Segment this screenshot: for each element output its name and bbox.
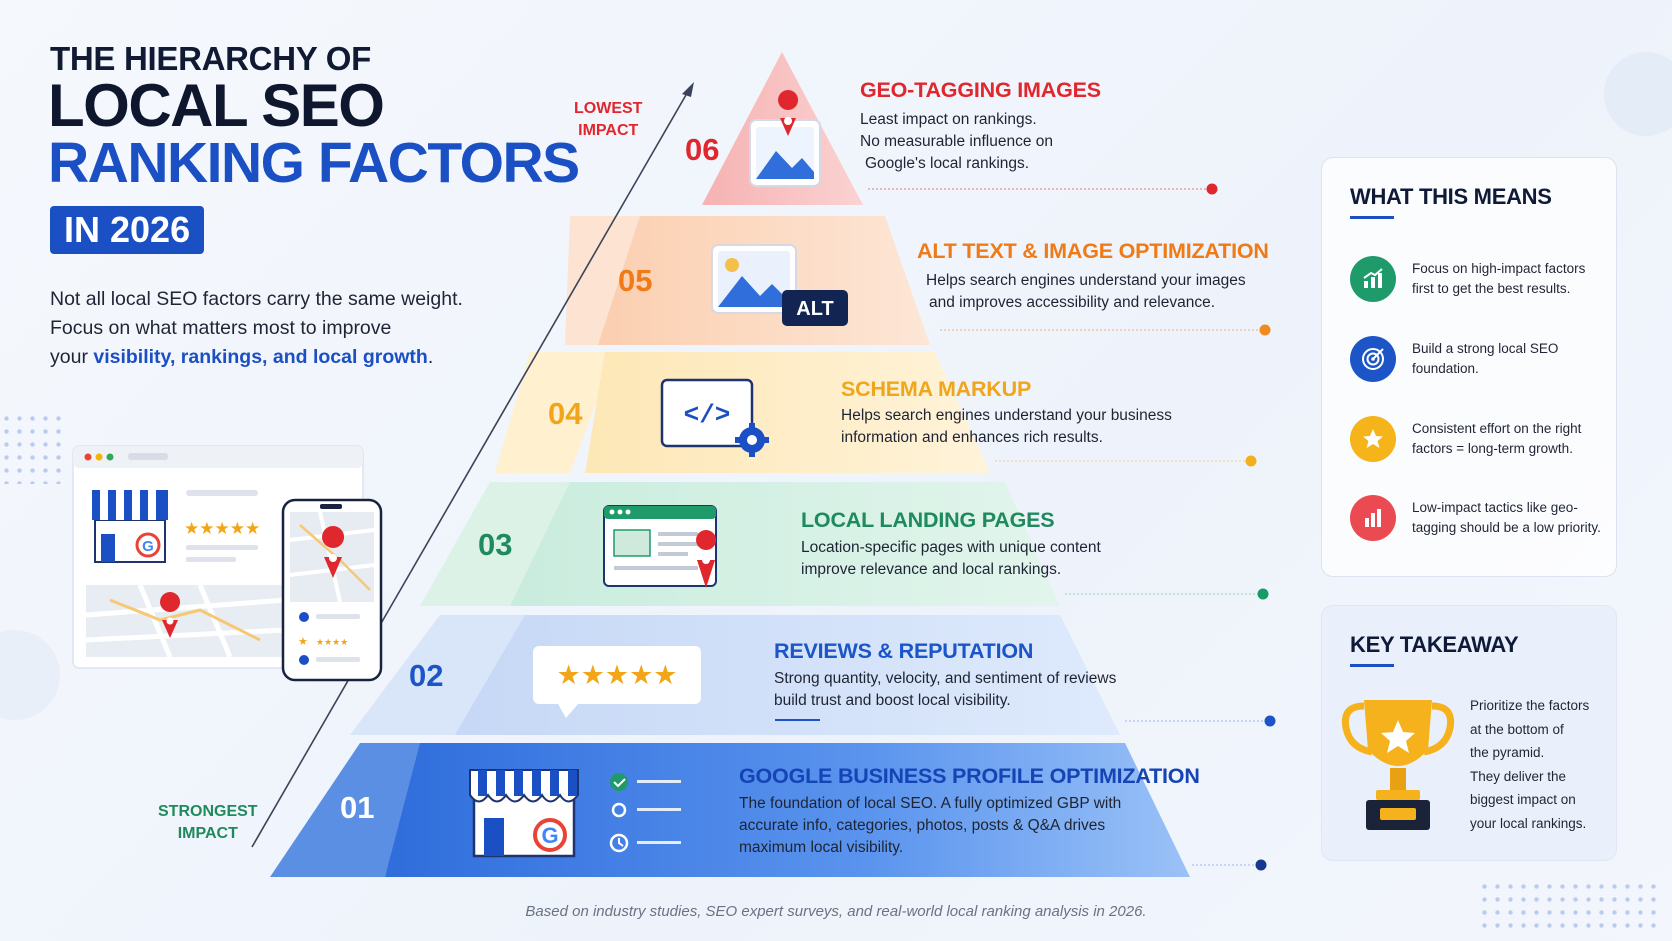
title-line-1: THE HIERARCHY OF bbox=[50, 40, 371, 77]
decor-dots-left bbox=[0, 412, 62, 484]
code-gear-icon: </> bbox=[660, 378, 769, 457]
pyramid-wing-5 bbox=[565, 216, 650, 345]
connector-dot-3 bbox=[1257, 588, 1269, 600]
level-desc-05: Helps search engines understand your ima… bbox=[926, 272, 1246, 311]
level-desc-06: Least impact on rankings.No measurable i… bbox=[860, 111, 1054, 172]
title-line-2: LOCAL SEO bbox=[48, 72, 385, 139]
level-desc-02: Strong quantity, velocity, and sentiment… bbox=[774, 670, 1117, 709]
alt-badge-text: ALT bbox=[796, 298, 833, 320]
landing-page-icon bbox=[603, 505, 717, 588]
key-takeaway-underline bbox=[1350, 664, 1394, 667]
star-icon bbox=[1350, 416, 1396, 462]
svg-text:G: G bbox=[142, 538, 154, 555]
level-title-04: SCHEMA MARKUP bbox=[841, 377, 1032, 401]
level-number-04: 04 bbox=[548, 396, 583, 431]
level-title-02: REVIEWS & REPUTATION bbox=[774, 639, 1034, 663]
intro-line-3: your visibility, rankings, and local gro… bbox=[50, 346, 434, 368]
review-stars: ★★★★★ bbox=[556, 660, 677, 691]
intro-line-1: Not all local SEO factors carry the same… bbox=[50, 288, 463, 310]
level-title-01: GOOGLE BUSINESS PROFILE OPTIMIZATION bbox=[739, 764, 1200, 788]
intro-line-2: Focus on what matters most to improve bbox=[50, 317, 392, 339]
level-number-06: 06 bbox=[685, 132, 720, 167]
connector-dot-4 bbox=[1245, 455, 1257, 467]
level-number-01: 01 bbox=[340, 790, 375, 825]
level-desc-01: The foundation of local SEO. A fully opt… bbox=[739, 795, 1122, 856]
level-title-05: ALT TEXT & IMAGE OPTIMIZATION bbox=[917, 239, 1269, 263]
level-number-02: 02 bbox=[409, 658, 444, 693]
key-takeaway-title: KEY TAKEAWAY bbox=[1350, 632, 1519, 657]
intro-text: Not all local SEO factors carry the same… bbox=[50, 285, 470, 372]
growth-chart-icon bbox=[1350, 256, 1396, 302]
connector-dot-2 bbox=[1264, 715, 1276, 727]
level-title-06: GEO-TAGGING IMAGES bbox=[860, 78, 1101, 102]
what-item-4: Low-impact tactics like geo-tagging shou… bbox=[1350, 495, 1610, 541]
key-takeaway-text: Prioritize the factors at the bottom of … bbox=[1470, 698, 1590, 831]
pyramid-layer-2 bbox=[455, 615, 1120, 735]
level-number-05: 05 bbox=[618, 263, 653, 298]
what-this-means-panel: WHAT THIS MEANS Focus on high-impact fac… bbox=[1321, 157, 1617, 577]
what-this-means-title: WHAT THIS MEANS bbox=[1350, 184, 1552, 209]
decor-circle-top-right bbox=[1604, 52, 1672, 136]
svg-text:★: ★ bbox=[298, 635, 308, 648]
review-stars-icon: ★★★★★ bbox=[533, 646, 701, 718]
code-text: </> bbox=[684, 400, 731, 430]
level-desc-03: Location-specific pages with unique cont… bbox=[801, 539, 1101, 578]
key-takeaway-panel: KEY TAKEAWAY Prioritize the factors at t… bbox=[1321, 605, 1617, 861]
impact-arrow-head bbox=[682, 82, 694, 97]
pyramid-wing-1 bbox=[270, 743, 425, 877]
decor-dots-bottom-right bbox=[1478, 880, 1658, 930]
map-image-icon bbox=[749, 90, 821, 187]
mockup-stars: ★★★★★ bbox=[184, 519, 260, 539]
level-number-03: 03 bbox=[478, 527, 513, 562]
pyramid-layer-1 bbox=[385, 743, 1190, 877]
connector-dot-5 bbox=[1259, 324, 1271, 336]
what-this-means-underline bbox=[1350, 216, 1394, 219]
title-line-3: RANKING FACTORS bbox=[48, 131, 580, 195]
mockup-small-stars: ★★★★ bbox=[316, 638, 348, 648]
footer-source-note: Based on industry studies, SEO expert su… bbox=[525, 903, 1147, 920]
connector-dot-1 bbox=[1255, 859, 1267, 871]
alt-image-icon: ALT bbox=[711, 244, 848, 326]
year-badge: IN 2026 bbox=[50, 206, 205, 254]
connector-dot-6 bbox=[1206, 183, 1218, 195]
pyramid-wing-4 bbox=[495, 352, 615, 473]
svg-text:G: G bbox=[541, 823, 558, 848]
level-title-03: LOCAL LANDING PAGES bbox=[801, 508, 1055, 532]
intro-highlight: visibility, rankings, and local growth bbox=[93, 346, 428, 368]
level-desc-04: Helps search engines understand your bus… bbox=[841, 407, 1172, 446]
trophy-icon bbox=[1341, 700, 1455, 830]
bar-chart-icon bbox=[1350, 495, 1396, 541]
storefront-icon: G bbox=[469, 769, 681, 858]
impact-arrow-line bbox=[251, 87, 691, 848]
target-icon bbox=[1350, 336, 1396, 382]
